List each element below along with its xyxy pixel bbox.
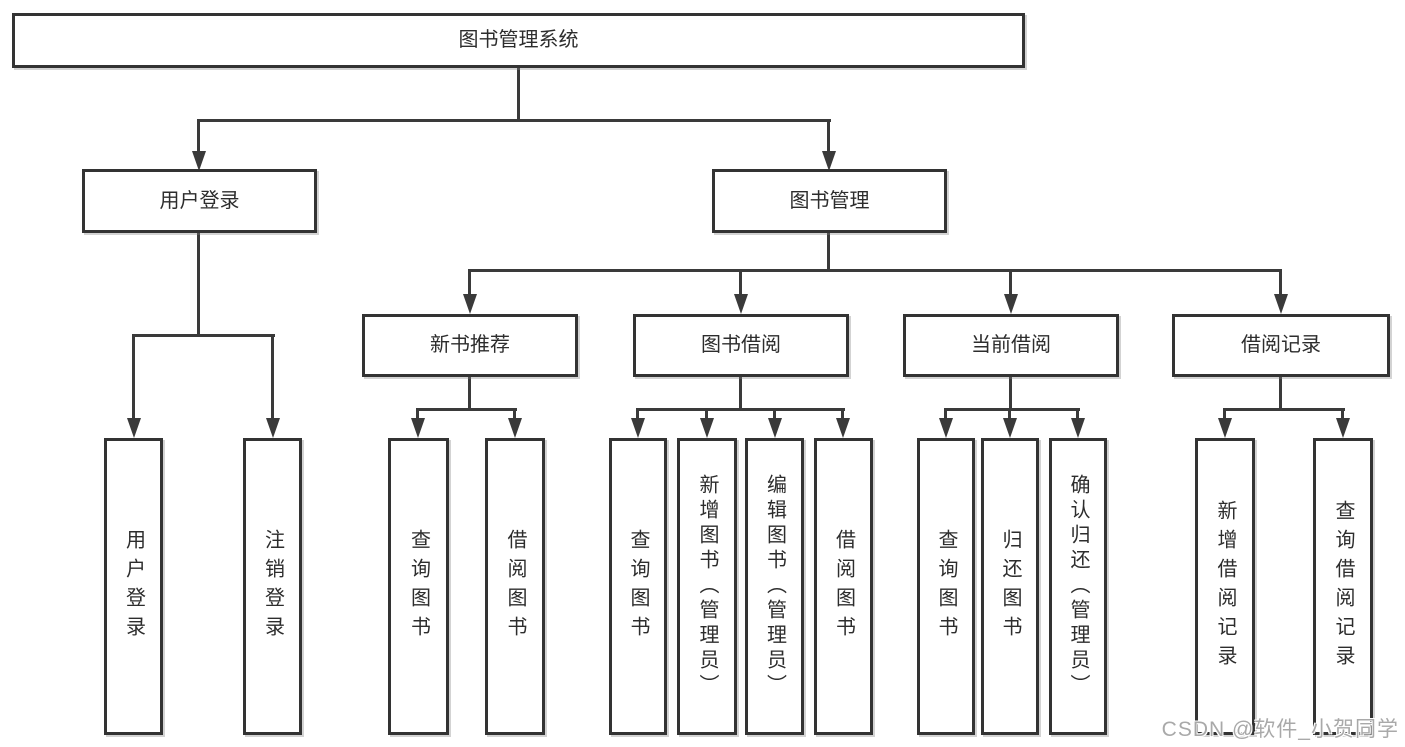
leaf-cb-confirm-return-admin: 确认归还（管理员） — [1049, 438, 1107, 735]
leaf-bb-borrow-books: 借阅图书 — [814, 438, 873, 735]
connector-line — [1009, 271, 1012, 299]
connector-line — [773, 410, 776, 422]
connector-line — [1223, 410, 1226, 422]
arrow-down — [836, 418, 850, 438]
connector-line — [739, 271, 742, 299]
arrow-down — [822, 151, 836, 171]
leaf-br-query-record: 查询借阅记录 — [1313, 438, 1373, 735]
node-label: 归还图书 — [999, 528, 1021, 645]
leaf-bb-query-books: 查询图书 — [609, 438, 667, 735]
connector-line — [739, 377, 742, 411]
connector-line — [517, 68, 520, 122]
connector-line — [1279, 271, 1282, 299]
node-label: 当前借阅 — [971, 334, 1051, 356]
connector-line — [468, 271, 471, 299]
node-label: 编辑图书（管理员） — [763, 474, 786, 699]
node-book-management: 图书管理 — [712, 169, 947, 233]
node-label: 图书管理系统 — [458, 29, 579, 51]
connector-line — [944, 408, 1080, 411]
arrow-down — [127, 418, 141, 438]
leaf-nb-query-books: 查询图书 — [388, 438, 449, 735]
node-label: 图书管理 — [789, 189, 870, 212]
arrow-down — [463, 294, 477, 314]
node-label: 新增图书（管理员） — [696, 474, 718, 699]
connector-line — [271, 336, 274, 421]
node-label: 注销登录 — [261, 528, 284, 645]
node-label: 新书推荐 — [430, 334, 510, 356]
node-label: 借阅图书 — [504, 528, 526, 645]
connector-line — [636, 410, 639, 422]
node-borrow-records: 借阅记录 — [1172, 314, 1390, 377]
arrow-down — [1004, 294, 1018, 314]
leaf-user-login: 用户登录 — [104, 438, 163, 735]
connector-line — [132, 336, 135, 421]
leaf-logout: 注销登录 — [243, 438, 302, 735]
connector-line — [1223, 408, 1345, 411]
arrow-down — [700, 418, 714, 438]
connector-line — [705, 410, 708, 422]
leaf-cb-query-books: 查询图书 — [917, 438, 975, 735]
node-label: 查询图书 — [627, 528, 649, 645]
node-label: 借阅图书 — [832, 528, 855, 645]
connector-line — [468, 269, 1282, 272]
connector-line — [944, 410, 947, 422]
arrow-down — [768, 418, 782, 438]
arrow-down — [1274, 294, 1288, 314]
connector-line — [841, 410, 844, 422]
node-user-login: 用户登录 — [82, 169, 317, 233]
arrow-down — [1336, 418, 1350, 438]
leaf-nb-borrow-books: 借阅图书 — [485, 438, 545, 735]
node-label: 用户登录 — [122, 528, 145, 645]
connector-line — [416, 408, 517, 411]
connector-line — [636, 408, 845, 411]
arrow-down — [1218, 418, 1232, 438]
leaf-cb-return-books: 归还图书 — [981, 438, 1039, 735]
connector-line — [513, 410, 516, 422]
arrow-down — [266, 418, 280, 438]
arrow-down — [508, 418, 522, 438]
node-label: 借阅记录 — [1241, 334, 1321, 356]
node-label: 查询借阅记录 — [1332, 499, 1354, 674]
arrow-down — [939, 418, 953, 438]
csdn-watermark: CSDN @软件_小贺同学 — [1161, 718, 1399, 741]
node-label: 用户登录 — [159, 189, 240, 212]
leaf-br-add-record: 新增借阅记录 — [1195, 438, 1255, 735]
connector-line — [1009, 377, 1012, 411]
node-book-borrow: 图书借阅 — [633, 314, 849, 377]
node-label: 图书借阅 — [701, 334, 781, 356]
connector-line — [197, 233, 200, 337]
connector-line — [197, 119, 831, 122]
arrow-down — [1071, 418, 1085, 438]
node-new-book-recommend: 新书推荐 — [362, 314, 578, 377]
node-label: 查询图书 — [935, 528, 957, 645]
connector-line — [1008, 410, 1011, 422]
arrow-down — [1003, 418, 1017, 438]
leaf-bb-edit-books-admin: 编辑图书（管理员） — [745, 438, 804, 735]
connector-line — [827, 233, 830, 272]
connector-line — [1279, 377, 1282, 411]
connector-line — [827, 120, 830, 156]
arrow-down — [631, 418, 645, 438]
node-label: 查询图书 — [407, 528, 430, 645]
connector-line — [197, 120, 200, 156]
node-current-borrow: 当前借阅 — [903, 314, 1119, 377]
connector-line — [132, 334, 275, 337]
node-root-library-system: 图书管理系统 — [12, 13, 1025, 68]
connector-line — [416, 410, 419, 422]
node-label: 新增借阅记录 — [1214, 499, 1236, 674]
arrow-down — [734, 294, 748, 314]
arrow-down — [411, 418, 425, 438]
connector-line — [468, 377, 471, 411]
node-label: 确认归还（管理员） — [1067, 474, 1089, 699]
arrow-down — [192, 151, 206, 171]
connector-line — [1076, 410, 1079, 422]
connector-line — [1341, 410, 1344, 422]
leaf-bb-add-books-admin: 新增图书（管理员） — [677, 438, 737, 735]
